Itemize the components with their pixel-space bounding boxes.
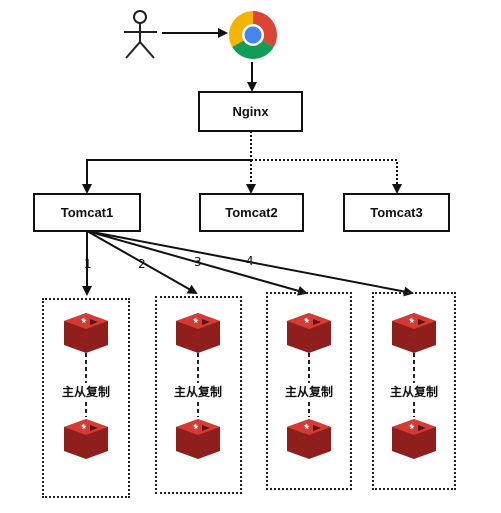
- tomcat1-node: Tomcat1: [33, 193, 141, 232]
- redis-master-icon-3: [287, 313, 331, 353]
- route-arrows: [82, 230, 414, 297]
- redis-slave-icon-4: [392, 419, 436, 459]
- replication-group-3: [266, 292, 352, 490]
- redis-slave-icon-2: [176, 419, 220, 459]
- redis-master-icon-1: [64, 313, 108, 353]
- nginx-node: Nginx: [198, 91, 303, 132]
- route-label-2: 2: [138, 257, 146, 271]
- nginx-to-tomcat1-arrow: [82, 159, 251, 194]
- replication-group-2: [155, 296, 242, 494]
- nginx-to-tomcat3-arrow: [251, 159, 402, 194]
- replication-caption-4: 主从复制: [387, 383, 441, 400]
- user-icon: [124, 10, 157, 59]
- route-label-4: 4: [246, 254, 254, 268]
- chrome-browser-icon: [229, 11, 277, 59]
- tomcat2-node: Tomcat2: [199, 193, 304, 232]
- replication-group-4: [372, 292, 456, 490]
- redis-master-icon-4: [392, 313, 436, 353]
- redis-master-icon-2: [176, 313, 220, 353]
- redis-slave-icon-3: [287, 419, 331, 459]
- route-label-3: 3: [194, 255, 202, 269]
- tomcat3-node: Tomcat3: [343, 193, 450, 232]
- replication-caption-3: 主从复制: [282, 383, 336, 400]
- replication-group-1: [42, 298, 130, 498]
- replication-caption-2: 主从复制: [171, 383, 225, 400]
- replication-caption-1: 主从复制: [59, 383, 113, 400]
- route-label-1: 1: [84, 257, 92, 271]
- redis-slave-icon-1: [64, 419, 108, 459]
